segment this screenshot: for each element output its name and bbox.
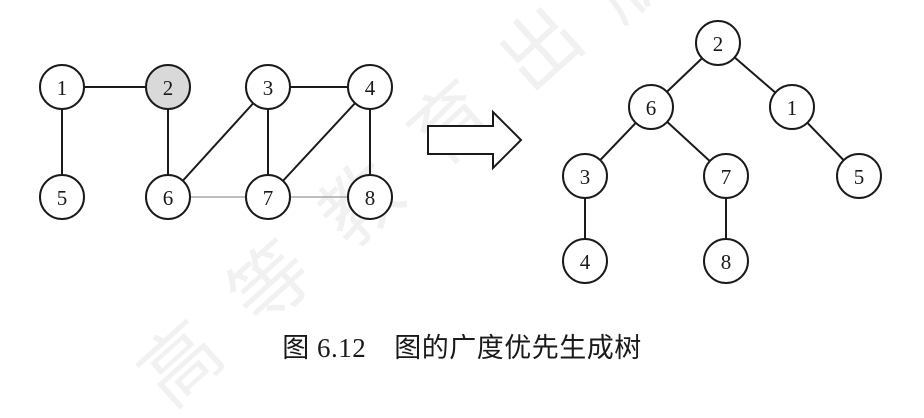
- graph-node-circle: [347, 64, 393, 110]
- graph-node-4: 4: [347, 64, 393, 110]
- tree-node-circle: [562, 153, 608, 199]
- spanning-tree: 2 6 1 3 7 5 4 8: [562, 20, 882, 284]
- graph-node-8: 8: [347, 174, 393, 220]
- tree-node-label: 1: [787, 96, 798, 120]
- tree-node-3: 3: [562, 153, 608, 199]
- graph-edge-4-7: [267, 86, 371, 198]
- watermark-char: 版: [572, 0, 690, 39]
- graph-node-label: 1: [57, 76, 68, 100]
- tree-node-circle: [703, 153, 749, 199]
- graph-node-circle: [245, 174, 291, 220]
- graph-edge-3-6: [167, 86, 269, 198]
- graph-node-label: 7: [263, 186, 274, 210]
- tree-node-circle: [836, 153, 882, 199]
- watermark-char: 出: [482, 0, 600, 109]
- tree-node-1: 1: [769, 84, 815, 130]
- tree-node-8: 8: [703, 238, 749, 284]
- graph-node-circle: [245, 64, 291, 110]
- tree-node-circle: [769, 84, 815, 130]
- tree-node-5: 5: [836, 153, 882, 199]
- graph-node-circle: [347, 174, 393, 220]
- graph-node-label: 6: [163, 186, 174, 210]
- graph-node-label: 4: [365, 76, 376, 100]
- graph-node-circle: [39, 174, 85, 220]
- graph-node-circle: [39, 64, 85, 110]
- graph-node-circle: [145, 174, 191, 220]
- caption-number: 图 6.12: [282, 333, 367, 363]
- original-graph: 1 2 3 4 5 6 7 8: [39, 64, 393, 220]
- graph-node-7: 7: [245, 174, 291, 220]
- tree-node-label: 7: [721, 165, 732, 189]
- tree-node-label: 3: [580, 165, 591, 189]
- tree-node-2: 2: [695, 20, 741, 66]
- tree-node-label: 5: [854, 165, 865, 189]
- tree-node-7: 7: [703, 153, 749, 199]
- graph-node-3: 3: [245, 64, 291, 110]
- tree-node-label: 2: [713, 32, 724, 56]
- tree-node-circle: [562, 238, 608, 284]
- tree-node-6: 6: [628, 84, 674, 130]
- graph-node-2: 2: [145, 64, 191, 110]
- graph-node-circle: [145, 64, 191, 110]
- graph-node-5: 5: [39, 174, 85, 220]
- caption-title: 图的广度优先生成树: [394, 333, 642, 364]
- tree-node-label: 8: [721, 250, 732, 274]
- graph-node-6: 6: [145, 174, 191, 220]
- right-arrow-icon: [427, 109, 523, 171]
- figure-caption: 图 6.12 图的广度优先生成树: [0, 326, 924, 365]
- tree-node-circle: [628, 84, 674, 130]
- graph-node-label: 8: [365, 186, 376, 210]
- graph-node-1: 1: [39, 64, 85, 110]
- tree-node-circle: [703, 238, 749, 284]
- tree-node-4: 4: [562, 238, 608, 284]
- tree-node-circle: [695, 20, 741, 66]
- tree-node-label: 6: [646, 96, 657, 120]
- graph-node-label: 2: [163, 76, 174, 100]
- tree-node-label: 4: [580, 250, 591, 274]
- graph-node-label: 3: [263, 76, 274, 100]
- graph-node-label: 5: [57, 186, 68, 210]
